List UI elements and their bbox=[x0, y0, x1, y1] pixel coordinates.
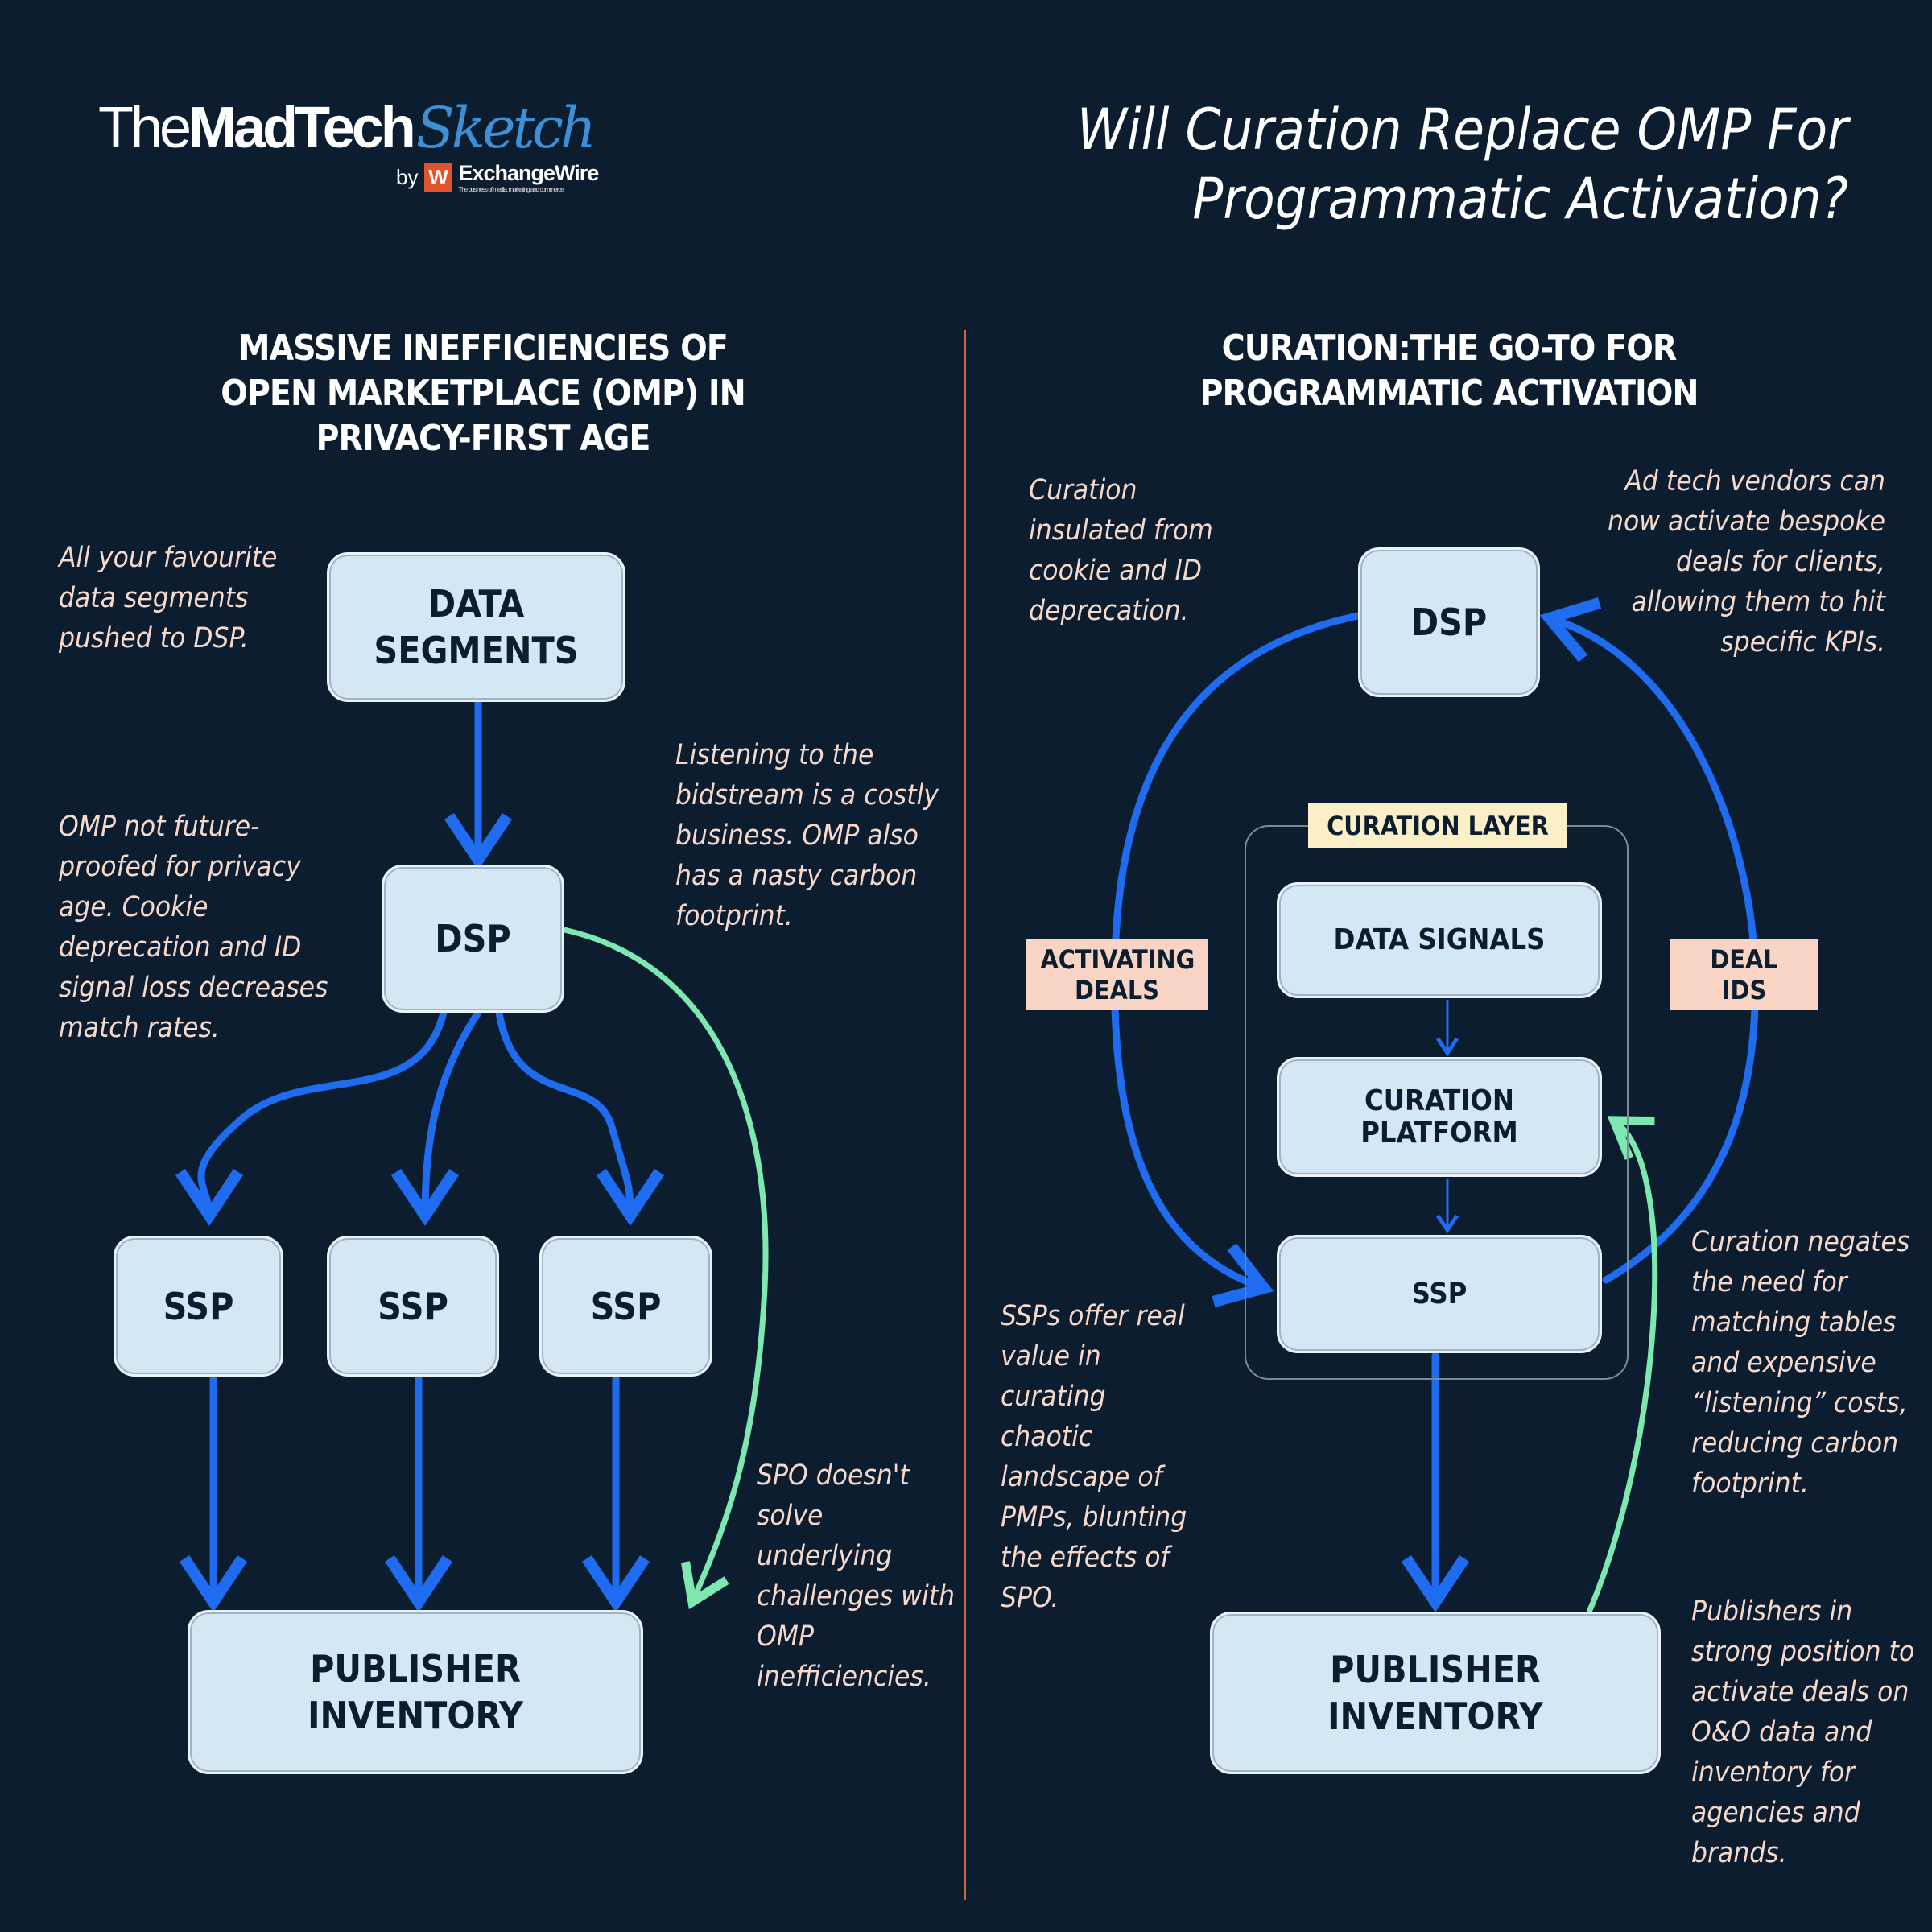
note-spo: SPO doesn't solve underlying challenges … bbox=[757, 1459, 955, 1693]
deal-ids-label: DEAL IDS bbox=[1670, 939, 1818, 1010]
arrow-publisher-to-platform-green bbox=[1587, 1116, 1658, 1613]
ssp-box: SSP bbox=[327, 1236, 499, 1377]
note-data-segments: All your favourite data segments pushed … bbox=[59, 542, 278, 654]
note-omp: OMP not future-proofed for privacy age. … bbox=[59, 811, 328, 1044]
activating-deals-label: ACTIVATING DEALS bbox=[1026, 939, 1208, 1010]
divider bbox=[964, 330, 966, 1900]
ssp-box-right: SSP bbox=[1277, 1235, 1602, 1353]
note-insulated: Curation insulated from cookie and ID de… bbox=[1029, 474, 1213, 627]
arrow-dsp-to-publisher-green bbox=[561, 927, 769, 1610]
arrow-dsp-to-ssp3 bbox=[495, 1009, 664, 1226]
note-negates: Curation negates the need for matching t… bbox=[1691, 1226, 1910, 1500]
note-publishers: Publishers in strong position to activat… bbox=[1691, 1596, 1915, 1869]
arrow-dsp-to-ssp1 bbox=[175, 1009, 448, 1226]
data-signals-box: DATA SIGNALS bbox=[1277, 882, 1602, 998]
dsp-box-right: DSP bbox=[1358, 547, 1540, 697]
ssp-box: SSP bbox=[539, 1236, 712, 1377]
arrow-dsp-to-ssp2 bbox=[391, 1009, 482, 1226]
note-ssps: SSPs offer real value in curating chaoti… bbox=[1001, 1300, 1187, 1614]
curation-platform-box: CURATION PLATFORM bbox=[1277, 1057, 1602, 1177]
right-heading: Curation:The go-to forprogrammatic activ… bbox=[1199, 328, 1699, 414]
note-listening: Listening to the bidstream is a costly b… bbox=[675, 739, 939, 932]
publisher-inventory-box-left: PUBLISHER INVENTORY bbox=[188, 1610, 643, 1774]
publisher-inventory-box-right: PUBLISHER INVENTORY bbox=[1210, 1612, 1661, 1774]
note-vendors: Ad tech vendors can now activate bespoke… bbox=[1608, 465, 1885, 658]
curation-layer-label: CURATION LAYER bbox=[1308, 803, 1567, 848]
left-heading: Massive inefficiencies ofopen marketplac… bbox=[221, 328, 745, 459]
dsp-box-left: DSP bbox=[382, 865, 564, 1013]
data-segments-box: DATA SEGMENTS bbox=[327, 552, 625, 702]
ssp-box: SSP bbox=[114, 1236, 283, 1377]
